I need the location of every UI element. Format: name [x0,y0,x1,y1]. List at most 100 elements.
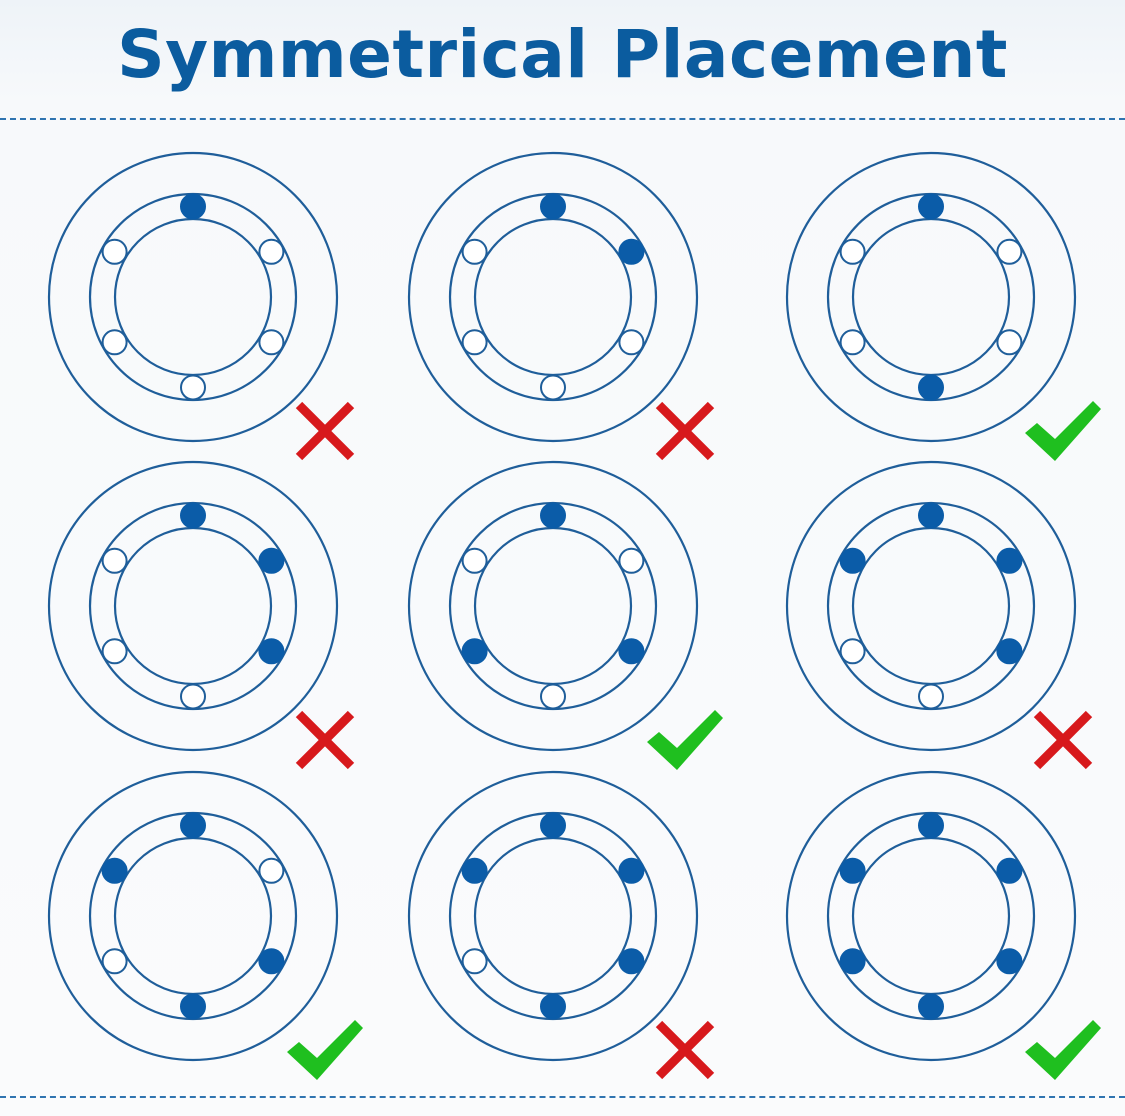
filled-slot-dot [461,857,488,884]
outer-ring [407,151,699,443]
cross-stroke [655,401,715,461]
filled-slot-dot [461,638,488,665]
bearing-diagram-4 [47,460,355,770]
filled-slot-dot [618,948,645,975]
check-icon [647,710,723,770]
filled-slot-dot [180,993,206,1020]
empty-slot-dot [258,857,285,884]
filled-slot-dot [540,993,566,1020]
empty-slot-dot [461,238,488,265]
filled-slot-dot [258,547,285,574]
inner-ring [113,526,273,686]
bearing-diagram-7 [47,770,363,1080]
bearing-diagram-3 [785,151,1101,461]
cross-icon [655,401,715,461]
cross-icon [295,710,355,770]
bearing-diagram-6 [785,460,1093,770]
check-icon [1025,401,1101,461]
filled-slot-dot [839,948,866,975]
outer-ring [785,460,1077,752]
inner-ring [113,217,273,377]
outer-ring [47,151,339,443]
cross-stroke [1033,710,1093,770]
cross-icon [1033,710,1093,770]
filled-slot-dot [996,638,1023,665]
empty-slot-dot [839,638,866,665]
middle-ring [448,811,658,1021]
empty-slot-dot [540,374,566,401]
filled-slot-dot [839,857,866,884]
cross-stroke [295,710,355,770]
filled-slot-dot [101,857,128,884]
middle-ring [448,501,658,711]
middle-ring [826,192,1036,402]
empty-slot-dot [918,683,944,710]
filled-slot-dot [618,638,645,665]
inner-ring [473,526,633,686]
cross-stroke [295,401,355,461]
cross-icon [295,401,355,461]
cross-icon [655,1020,715,1080]
filled-slot-dot [540,502,566,529]
filled-slot-dot [839,547,866,574]
middle-ring [88,501,298,711]
filled-slot-dot [618,238,645,265]
empty-slot-dot [996,329,1023,356]
bearing-diagram-9 [785,770,1101,1080]
empty-slot-dot [839,238,866,265]
bearing-diagram-5 [407,460,723,770]
middle-ring [88,192,298,402]
empty-slot-dot [101,638,128,665]
middle-ring [88,811,298,1021]
inner-ring [473,836,633,996]
outer-ring [407,460,699,752]
empty-slot-dot [180,683,206,710]
filled-slot-dot [540,193,566,220]
filled-slot-dot [618,857,645,884]
filled-slot-dot [996,948,1023,975]
filled-slot-dot [918,374,944,401]
empty-slot-dot [461,547,488,574]
bearing-diagram-1 [47,151,355,461]
middle-ring [448,192,658,402]
filled-slot-dot [540,812,566,839]
inner-ring [473,217,633,377]
filled-slot-dot [180,502,206,529]
middle-ring [826,501,1036,711]
inner-ring [851,526,1011,686]
inner-ring [851,836,1011,996]
empty-slot-dot [101,547,128,574]
empty-slot-dot [258,238,285,265]
filled-slot-dot [996,547,1023,574]
filled-slot-dot [918,502,944,529]
bearing-diagram-8 [407,770,715,1080]
empty-slot-dot [540,683,566,710]
filled-slot-dot [996,857,1023,884]
empty-slot-dot [258,329,285,356]
check-icon [1025,1020,1101,1080]
outer-ring [47,770,339,1062]
empty-slot-dot [996,238,1023,265]
outer-ring [47,460,339,752]
empty-slot-dot [101,948,128,975]
filled-slot-dot [918,193,944,220]
filled-slot-dot [180,812,206,839]
empty-slot-dot [839,329,866,356]
empty-slot-dot [101,329,128,356]
inner-ring [851,217,1011,377]
empty-slot-dot [461,329,488,356]
inner-ring [113,836,273,996]
bearing-diagram-2 [407,151,715,461]
page-title: Symmetrical Placement [117,16,1008,93]
filled-slot-dot [918,812,944,839]
bottom-divider [0,1096,1125,1098]
filled-slot-dot [258,638,285,665]
empty-slot-dot [618,547,645,574]
cross-stroke [655,1020,715,1080]
outer-ring [407,770,699,1062]
filled-slot-dot [180,193,206,220]
outer-ring [785,151,1077,443]
empty-slot-dot [180,374,206,401]
